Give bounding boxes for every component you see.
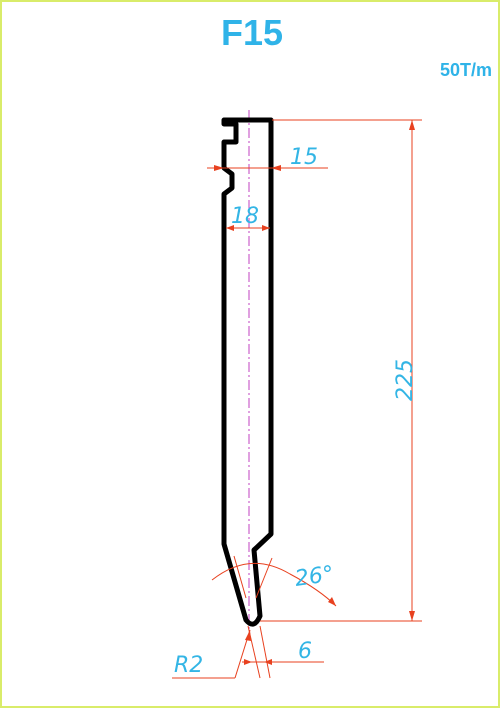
top-width-value: 15 bbox=[290, 145, 318, 170]
punch-profile bbox=[221, 117, 274, 627]
tip-width-value: 6 bbox=[298, 639, 312, 664]
height-dimension bbox=[260, 119, 422, 622]
tip-width-dimension bbox=[242, 625, 324, 679]
body-width-dimension bbox=[226, 225, 270, 231]
top-width-dimension bbox=[207, 165, 328, 171]
height-value: 225 bbox=[393, 359, 418, 401]
angle-value: 26° bbox=[293, 562, 335, 592]
angle-dimension bbox=[211, 555, 337, 607]
tool-title: F15 bbox=[220, 12, 284, 53]
body-width-value: 18 bbox=[231, 204, 259, 229]
radius-value: R2 bbox=[174, 653, 203, 678]
capacity-label: 50T/m bbox=[439, 60, 492, 80]
